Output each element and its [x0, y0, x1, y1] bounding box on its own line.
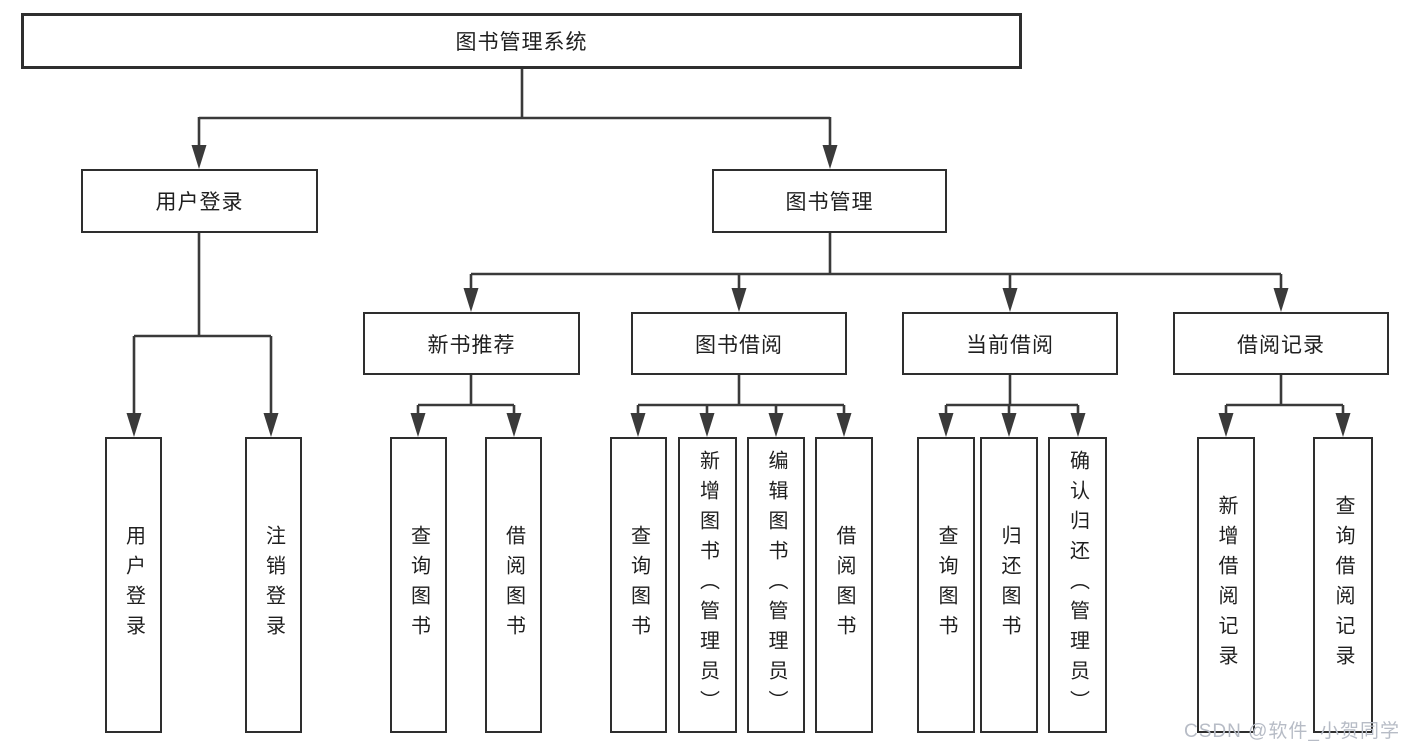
leaf-label: 查询图书: [407, 525, 430, 645]
leaf-label: 查询图书: [935, 525, 957, 645]
leaf-newbook-borrow-books: 借阅图书: [485, 437, 542, 733]
arrowheads: [126, 145, 1351, 437]
leaf-label: 确认归还（管理员）: [1066, 450, 1089, 720]
node-root-system: 图书管理系统: [21, 13, 1022, 69]
leaf-label: 归还图书: [998, 525, 1020, 645]
leaf-current-query-books: 查询图书: [917, 437, 975, 733]
node-borrow-records: 借阅记录: [1173, 312, 1389, 375]
leaf-borrow-edit-books-admin: 编辑图书（管理员）: [747, 437, 805, 733]
leaf-records-query-record: 查询借阅记录: [1313, 437, 1373, 733]
leaf-borrow-borrow-books: 借阅图书: [815, 437, 873, 733]
leaf-user-login: 用户登录: [105, 437, 162, 733]
leaf-label: 注销登录: [262, 525, 285, 645]
leaf-label: 借阅图书: [833, 525, 855, 645]
leaf-label: 借阅图书: [502, 525, 525, 645]
node-new-book-recommend: 新书推荐: [363, 312, 580, 375]
node-user-login: 用户登录: [81, 169, 318, 233]
csdn-watermark: CSDN @软件_小贺同学: [1184, 721, 1400, 742]
leaf-logout: 注销登录: [245, 437, 302, 733]
leaf-label: 编辑图书（管理员）: [765, 450, 787, 720]
leaf-records-add-record: 新增借阅记录: [1197, 437, 1255, 733]
leaf-borrow-query-books: 查询图书: [610, 437, 667, 733]
leaf-label: 新增借阅记录: [1215, 495, 1237, 675]
leaf-label: 查询借阅记录: [1332, 495, 1354, 675]
node-current-borrow: 当前借阅: [902, 312, 1118, 375]
leaf-borrow-add-books-admin: 新增图书（管理员）: [678, 437, 737, 733]
leaf-current-return-books: 归还图书: [980, 437, 1038, 733]
leaf-newbook-query-books: 查询图书: [390, 437, 447, 733]
leaf-label: 用户登录: [122, 525, 145, 645]
leaf-label: 新增图书（管理员）: [696, 450, 719, 720]
node-book-management: 图书管理: [712, 169, 947, 233]
node-book-borrow: 图书借阅: [631, 312, 847, 375]
leaf-label: 查询图书: [627, 525, 650, 645]
leaf-current-confirm-return-admin: 确认归还（管理员）: [1048, 437, 1107, 733]
